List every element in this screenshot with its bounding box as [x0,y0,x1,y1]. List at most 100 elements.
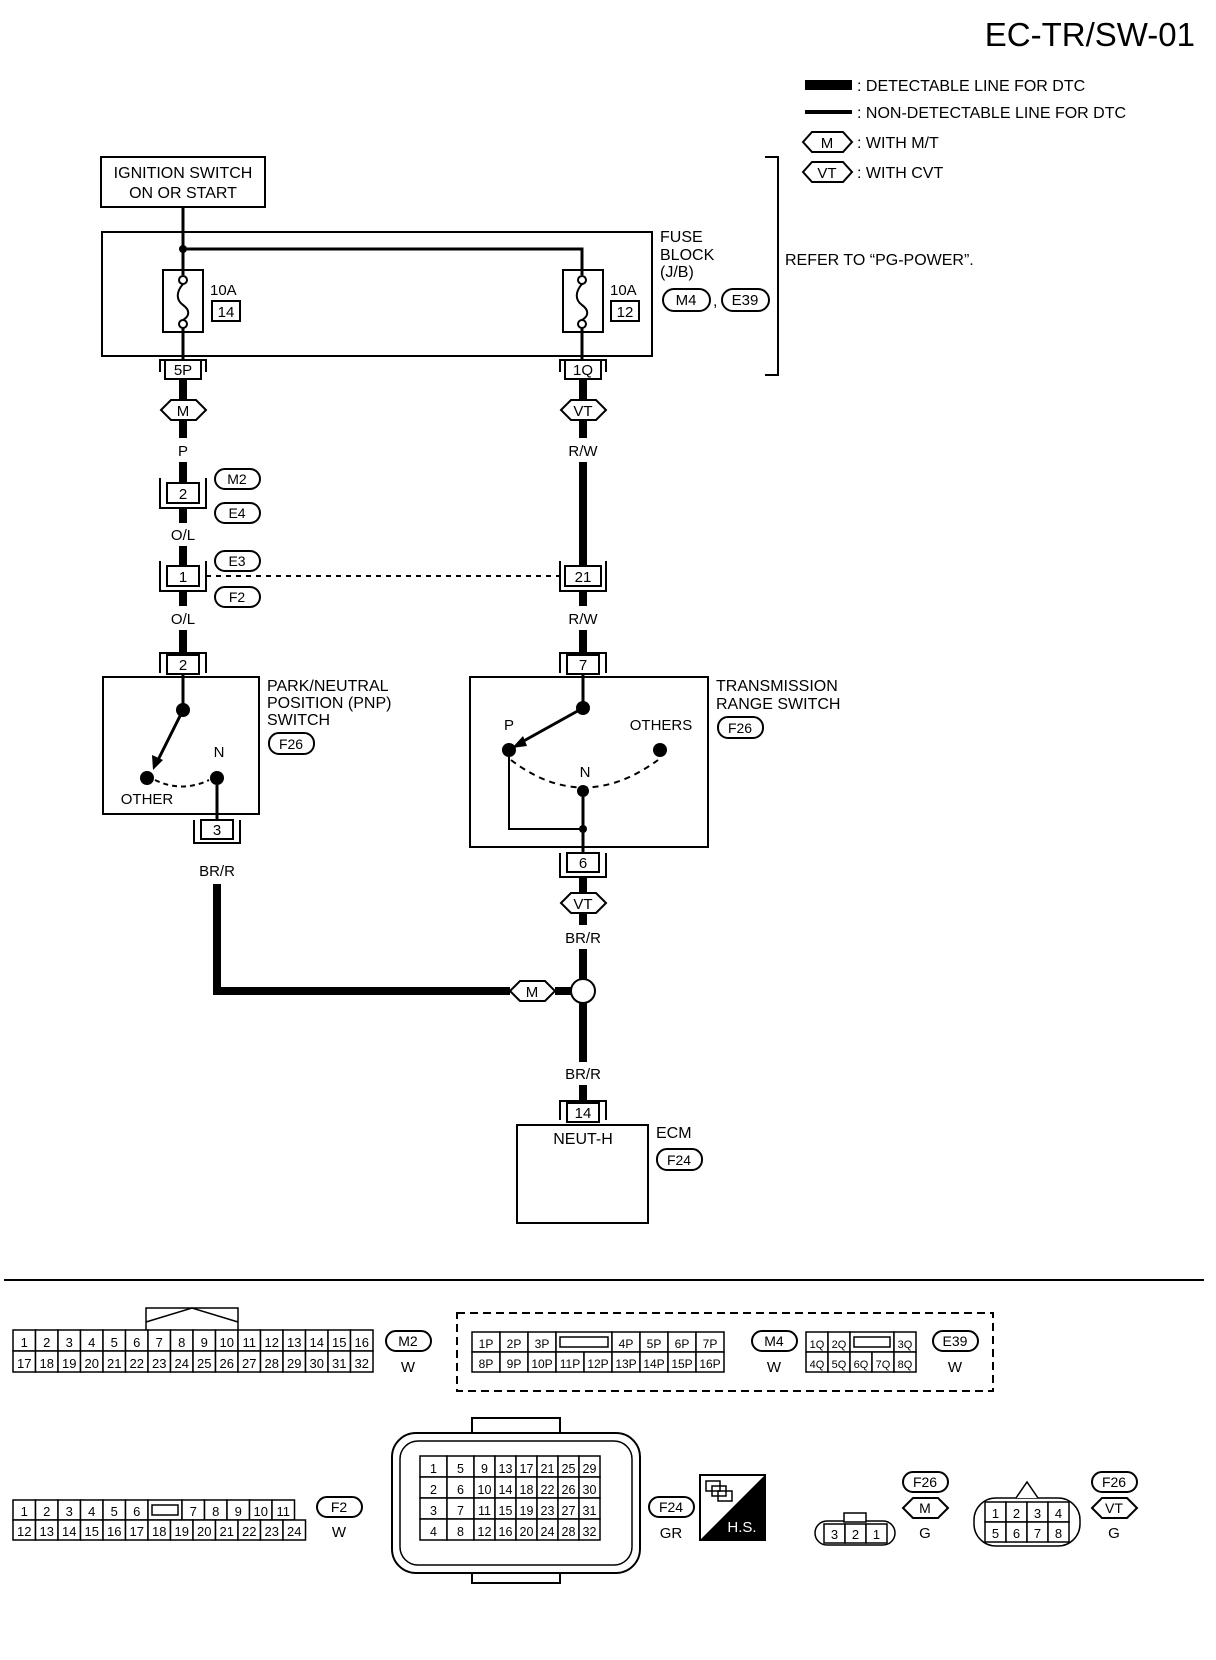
pin-label: 31 [332,1356,346,1371]
connector-m2-tag [385,1330,432,1352]
pin-label: 8 [1055,1526,1062,1541]
pin-label: 23 [152,1356,166,1371]
connector-f26-cvt-variant: VT [1105,1500,1123,1516]
trs-pin-in-outline [559,652,607,673]
fuse-block-connector-group [456,1312,994,1392]
legend-mt-tag-text: M [821,135,834,152]
left-mt-tag [159,399,208,421]
pin-label: 1 [992,1506,999,1521]
trs-connector-tag [717,716,764,739]
pin-label: 9 [201,1335,208,1350]
fuse-left-number: 14 [218,304,235,321]
pin-label: 16 [499,1525,513,1539]
pnp-contact-other [140,771,154,785]
legend-non-detectable-label: : NON-DETECTABLE LINE FOR DTC [857,105,1126,122]
trs-position-p: P [504,717,514,734]
pin-label: 9 [481,1462,488,1476]
connector-f26-cvt-color: G [1108,1525,1120,1542]
wire-right-color-3: BR/R [565,930,601,947]
pin-label: 17 [520,1462,534,1476]
pin-label: 24 [287,1524,301,1539]
pin-cell [282,1519,307,1541]
pin-label: 22 [130,1356,144,1371]
pnp-pin-out-box [200,819,234,840]
pin-label: 14 [62,1524,76,1539]
pin-label: 13 [499,1462,513,1476]
joint1-conn-bottom-tag [214,502,261,524]
connector-f24-housing-inner [399,1440,633,1566]
fuse-left-contact-bottom [178,319,188,329]
trs-label-line1: TRANSMISSION [716,678,838,695]
trs-contact-p [502,743,516,757]
legend-cvt-tag [801,161,854,183]
pin-label: 23 [265,1524,279,1539]
pnp-arm-arrowhead [152,755,163,770]
connector-f2-name: F2 [331,1499,348,1515]
pin-blank [849,1331,895,1353]
pin-label: 8P [479,1357,494,1371]
legend: : DETECTABLE LINE FOR DTC : NON-DETECTAB… [801,78,1126,183]
connector-f24-latch-bottom [471,1573,561,1584]
pin-label: 20 [197,1524,211,1539]
pin-label: 4 [1055,1506,1062,1521]
pin-label: 24 [541,1525,555,1539]
pin-label: 3 [66,1335,73,1350]
pin-label: 2P [507,1337,522,1351]
pin-label: 2 [43,1335,50,1350]
pin-label: 2 [43,1504,50,1519]
terminal-5p-box [164,359,202,380]
pin-label: 10 [254,1504,268,1519]
pnp-pin-in: 2 [179,657,187,674]
pin-label: 25 [197,1356,211,1371]
fuse-right-number: 12 [617,304,634,321]
pin-label: 11 [478,1504,491,1518]
cavity-marker [853,1336,891,1348]
pin-label: 26 [220,1356,234,1371]
pin-label: 14P [643,1357,664,1371]
pin-label: 29 [583,1462,597,1476]
joint1-pin: 2 [179,486,187,503]
wire-right-color-1: R/W [568,443,598,460]
fuse-left-number-box [211,300,241,322]
pin-label: 18 [152,1524,166,1539]
legend-detectable-label: : DETECTABLE LINE FOR DTC [857,78,1085,95]
wire-right-color-2: R/W [568,611,598,628]
connector-f2-color: W [332,1524,347,1541]
pnp-travel-arc [154,779,210,788]
hs-badge-text: H.S. [727,1519,756,1536]
wire-left-color-4: BR/R [199,863,235,880]
pin-label: 12 [265,1335,279,1350]
cavity-marker [559,1336,609,1348]
pnp-pin-out-outline [193,820,241,844]
pin-label: 11 [277,1504,291,1519]
terminal-1q: 1Q [573,362,593,379]
pin-label: 1 [21,1335,28,1350]
pin-label: 21 [107,1356,121,1371]
ecm-connector-tag [656,1148,703,1171]
pin-label: 3Q [898,1339,913,1351]
connector-f26-mt-color: G [919,1525,931,1542]
pin-label: 4P [619,1337,634,1351]
page-title: EC-TR/SW-01 [985,16,1195,53]
pin-label: 15P [671,1357,692,1371]
pin-label: 9P [507,1357,522,1371]
right-cvt-tag-lower-text: VT [573,896,592,913]
fuse-right-contact-bottom [577,319,587,329]
hs-connector-icon [705,1480,733,1502]
pin-label: 7Q [876,1359,891,1371]
pin-label: 19 [175,1524,189,1539]
pin-label: 20 [520,1525,534,1539]
pin-label: 10 [220,1335,234,1350]
ecm-pin: 14 [575,1105,592,1122]
pin-label: 18 [40,1356,54,1371]
pin-label: 7 [457,1504,464,1518]
joint1-conn-bottom: E4 [228,505,245,521]
wire-left-color-2: O/L [171,527,195,544]
trs-pin-out: 6 [579,855,587,872]
pin-label: 3P [535,1337,550,1351]
pin-label: 7 [1034,1526,1041,1541]
fuse-block-label-line2: BLOCK [660,247,715,264]
